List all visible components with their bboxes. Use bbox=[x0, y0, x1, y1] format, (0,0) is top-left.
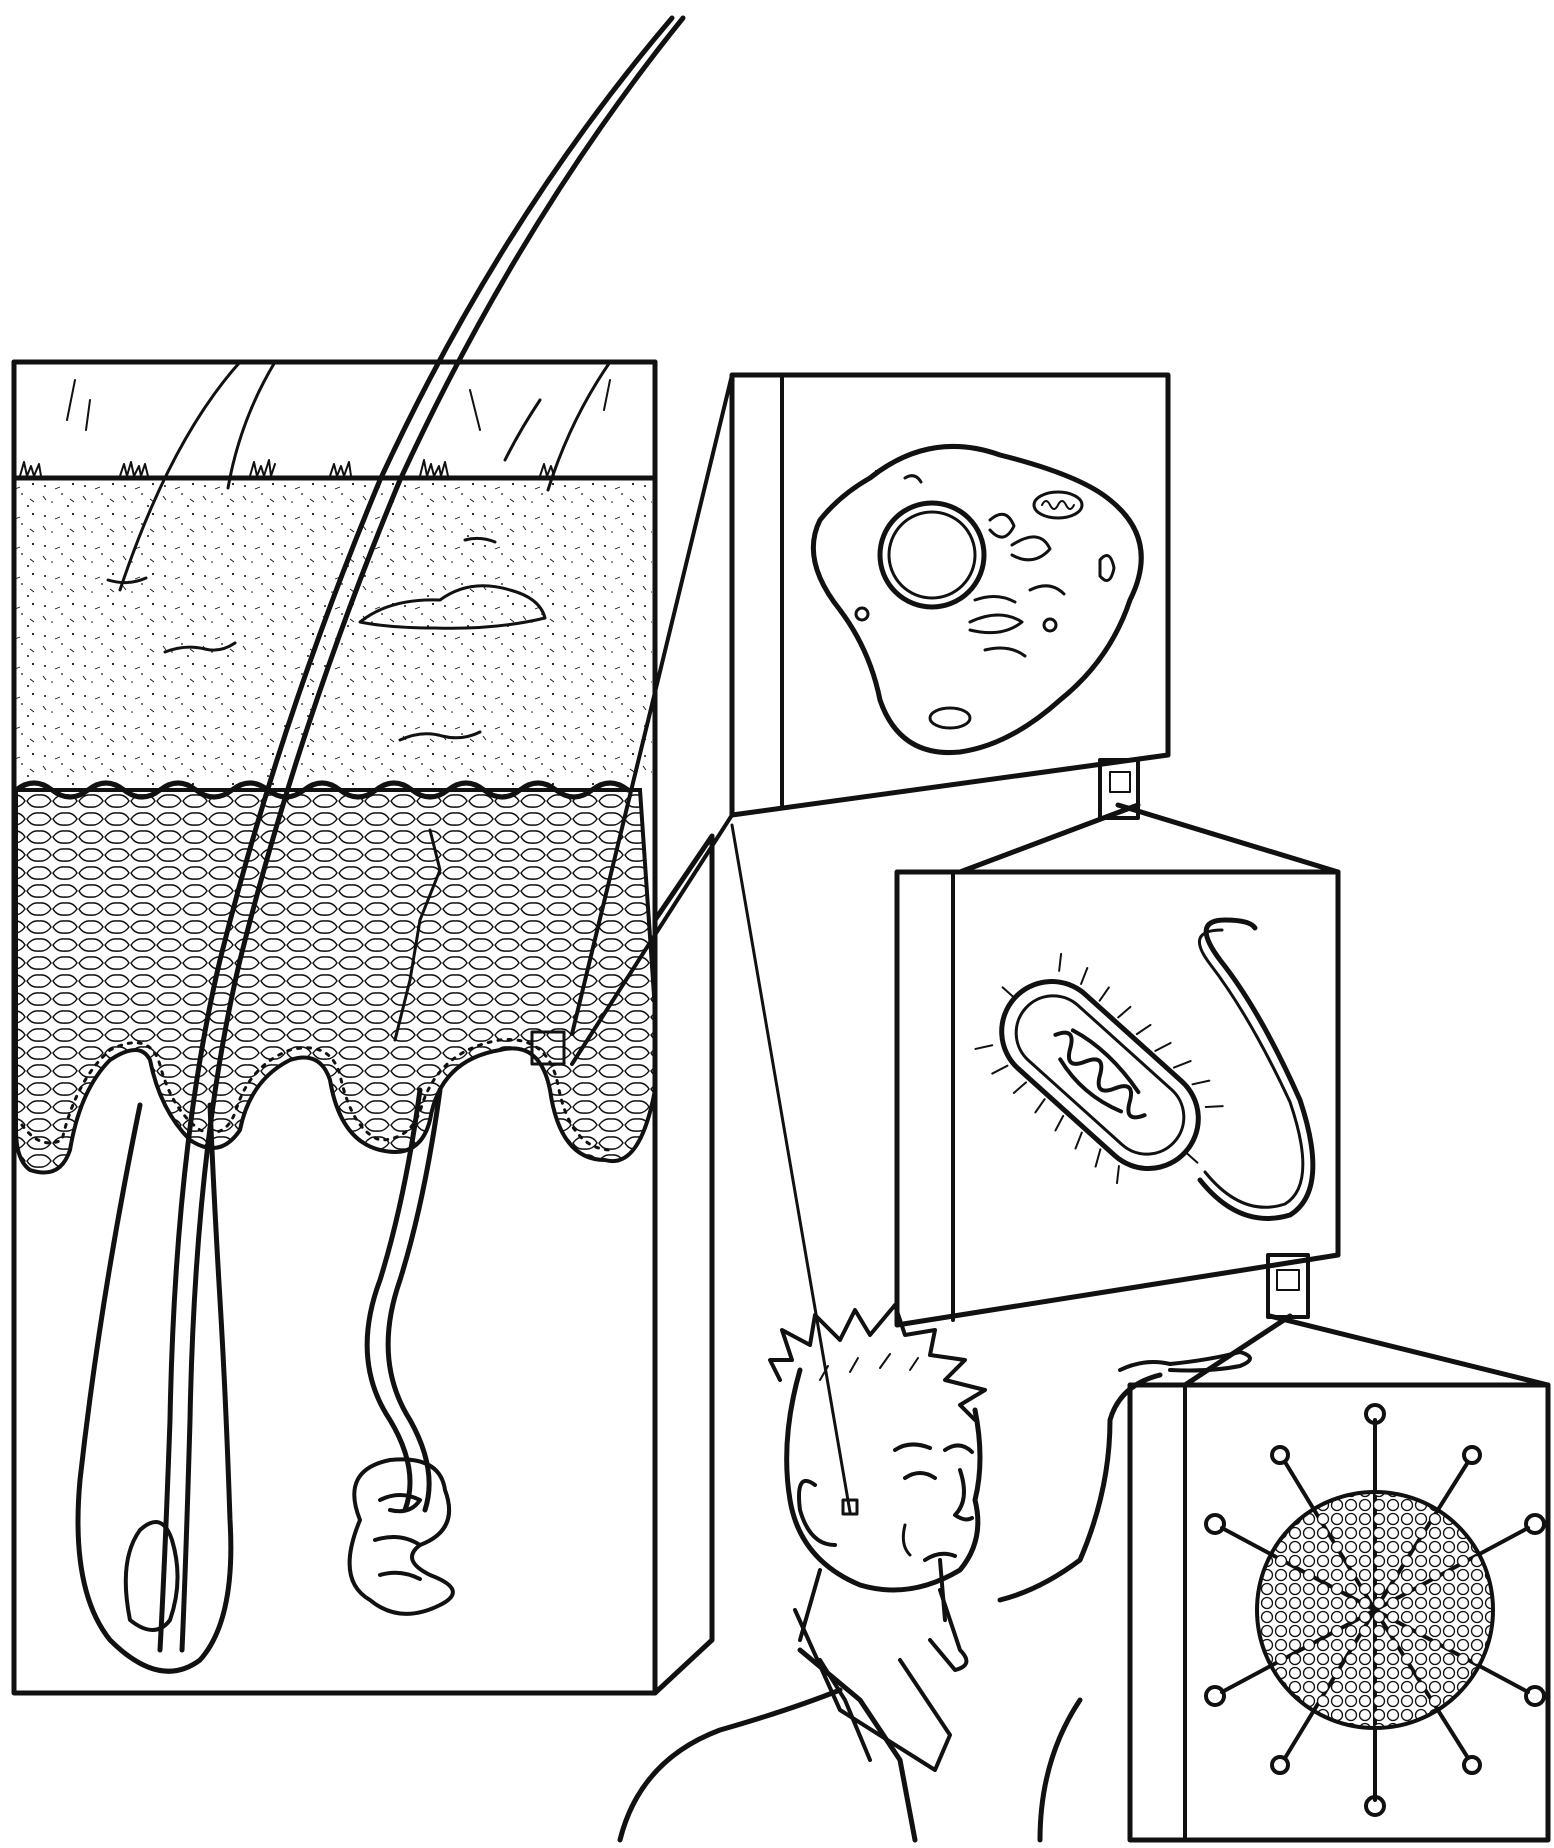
observer-hair bbox=[770, 1305, 985, 1420]
hair-follicle bbox=[78, 1105, 231, 1671]
bacterium-panel bbox=[897, 805, 1338, 1325]
bacterium-flagellum bbox=[1200, 920, 1313, 1218]
zoom-marker-cell bbox=[1110, 772, 1130, 792]
dermis-texture bbox=[16, 480, 652, 785]
bacterium-dna bbox=[1042, 1020, 1158, 1130]
skin-cross-section-panel bbox=[14, 18, 712, 1693]
observer-nose bbox=[955, 1470, 972, 1519]
virus-capsid bbox=[1257, 1492, 1493, 1728]
eukaryotic-cell-panel bbox=[732, 375, 1168, 818]
zoom-marker-bacterium bbox=[1277, 1270, 1299, 1290]
observer-arm bbox=[1000, 1375, 1160, 1600]
virus-panel bbox=[1130, 1316, 1548, 1840]
sweat-gland-coil bbox=[350, 1459, 453, 1614]
cell-nucleus bbox=[880, 503, 984, 607]
shirt-collar bbox=[795, 1610, 950, 1770]
epidermis-layer bbox=[16, 790, 655, 1173]
observer-head bbox=[787, 1370, 980, 1590]
hair-bulb bbox=[126, 1522, 178, 1630]
